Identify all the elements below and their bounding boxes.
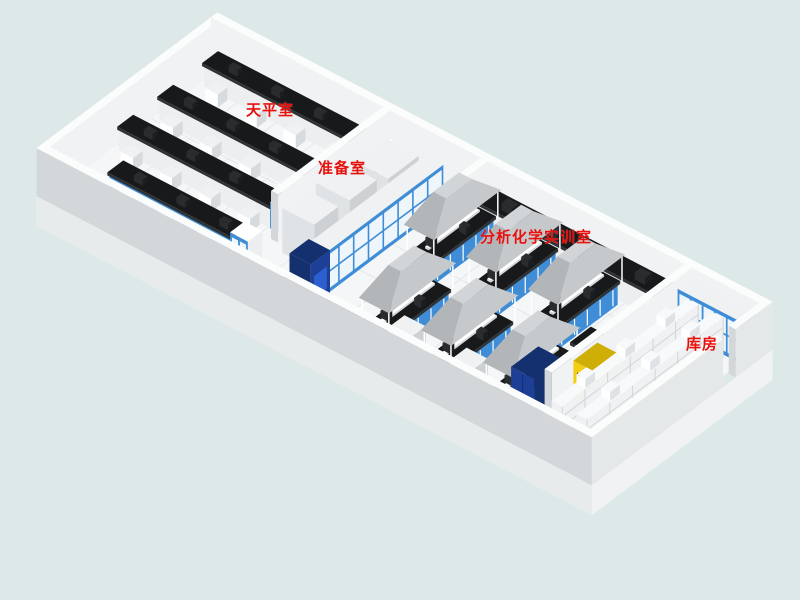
room-label-prep: 准备室	[318, 159, 367, 177]
room-label-balance: 天平室	[246, 101, 295, 119]
room-label-training: 分析化学实训室	[480, 228, 593, 246]
room-label-storage: 库房	[686, 335, 719, 353]
front-walls	[36, 143, 773, 486]
room-training	[358, 157, 682, 425]
